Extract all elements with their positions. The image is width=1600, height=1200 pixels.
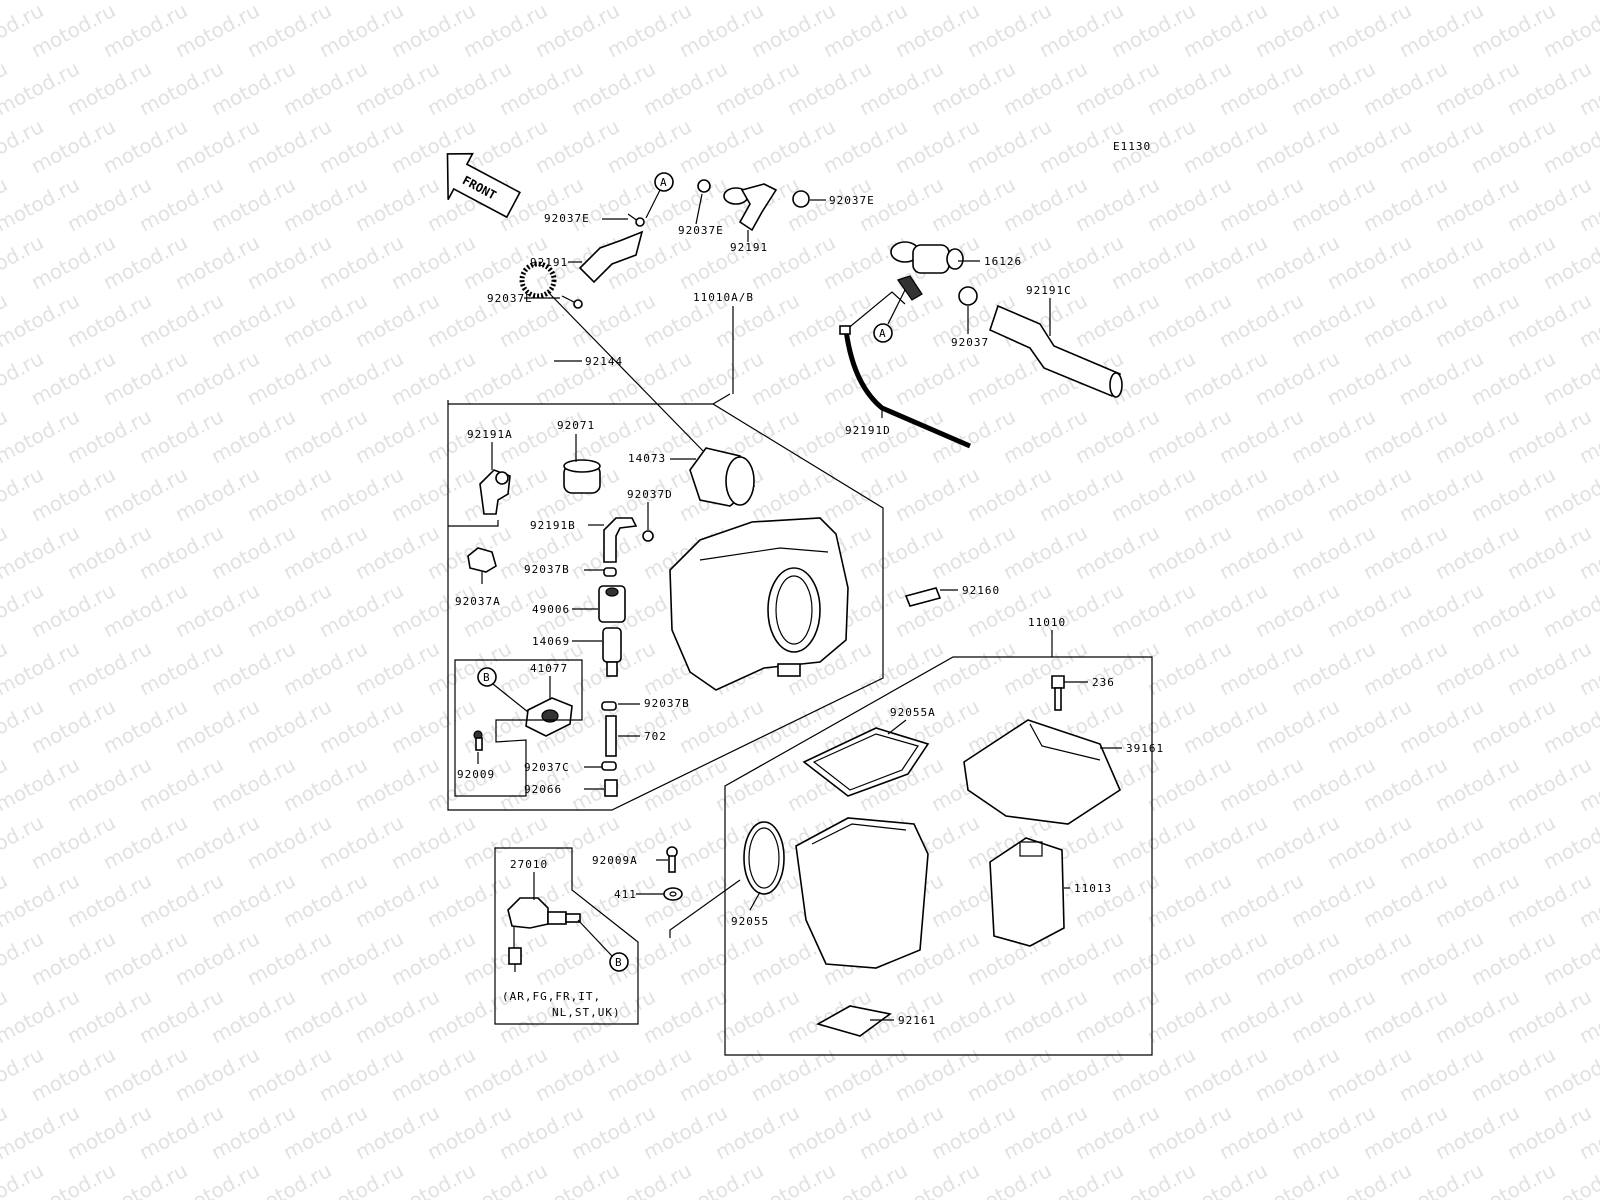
part-number-label: 92055A: [890, 706, 936, 719]
clamp-92037E-top-mid: [697, 179, 711, 193]
clamp-92037C: [601, 761, 617, 771]
part-number-label: 92191C: [1026, 284, 1072, 297]
svg-text:B: B: [483, 671, 491, 684]
part-number-label: 92037E: [678, 224, 724, 237]
part-number-label: 411: [614, 888, 637, 901]
separator-49006: [598, 585, 626, 623]
part-number-label: 11013: [1074, 882, 1112, 895]
duct-14073: [689, 447, 755, 507]
leader-92144: [547, 291, 707, 455]
part-number-label: 92191: [730, 241, 768, 254]
clamp-92037B-upper: [603, 567, 617, 577]
elbow-92191A: [479, 469, 511, 515]
part-number-label: 92191D: [845, 424, 891, 437]
part-number-label: 92161: [898, 1014, 936, 1027]
clamp-92037E-top-left: [627, 213, 645, 227]
leader-line: [749, 891, 761, 911]
bolt-92009: [473, 730, 483, 751]
part-number-label: 92037C: [524, 761, 570, 774]
hose-92191-right: [723, 183, 778, 232]
part-number-label: 92037E: [487, 292, 533, 305]
part-number-label: 11010A/B: [693, 291, 754, 304]
frame-41077: [454, 659, 583, 797]
hose-92191C: [989, 304, 1123, 398]
leader-line: [887, 719, 907, 735]
ref-circle-b-lower: B: [577, 919, 629, 972]
part-number-label: 92009A: [592, 854, 638, 867]
case-lower: [795, 817, 929, 969]
part-number-label: 92037A: [455, 595, 501, 608]
tube-702: [605, 715, 617, 757]
part-number-label: 92055: [731, 915, 769, 928]
clamp-92037D: [642, 530, 654, 542]
part-number-label: 49006: [532, 603, 570, 616]
part-number-label: 92160: [962, 584, 1000, 597]
part-number-label: 92191B: [530, 519, 576, 532]
element-11013: [989, 837, 1065, 947]
part-number-label: 92037: [951, 336, 989, 349]
valve-16126: [890, 241, 964, 301]
clamp-92037A: [467, 547, 497, 573]
ref-circle-a-top: A: [645, 172, 674, 219]
part-number-label: 11010: [1028, 616, 1066, 629]
clamp-92037-valve: [958, 286, 978, 306]
part-number-label: 92037B: [524, 563, 570, 576]
part-number-label: 92037E: [829, 194, 875, 207]
svg-text:A: A: [879, 327, 887, 340]
part-number-label: 14069: [532, 635, 570, 648]
gasket-92055A: [802, 727, 930, 797]
hose-92191-left: [578, 230, 644, 284]
variants-note-line2: NL,ST,UK): [552, 1006, 621, 1019]
part-labels: 92037E 92037E 92191 92037E 92191 92037E 16126 9…: [455, 194, 1164, 1027]
part-number-label: 92144: [585, 355, 623, 368]
grommet-92071: [563, 459, 601, 494]
leader-line: [695, 193, 703, 225]
svg-text:B: B: [615, 956, 623, 969]
clamp-92037E-top-right: [792, 190, 810, 208]
drain-92066: [604, 779, 618, 797]
ref-circle-a-valve: A: [873, 289, 906, 343]
ref-circle-b-upper: B: [477, 667, 497, 687]
cap-41077: [525, 697, 573, 737]
part-number-label: 92066: [524, 783, 562, 796]
diagram-code: E1130: [1113, 140, 1151, 153]
hose-92191B: [603, 517, 638, 563]
part-number-label: 41077: [530, 662, 568, 675]
switch-27010: [507, 897, 581, 972]
part-number-label: 92037E: [544, 212, 590, 225]
part-number-label: 92191A: [467, 428, 513, 441]
clamp-92037E-lower-left: [561, 295, 583, 309]
part-number-label: 92191: [530, 256, 568, 269]
part-number-label: 27010: [510, 858, 548, 871]
bolt-236: [1051, 675, 1065, 711]
part-number-label: 92037B: [644, 697, 690, 710]
pad-92161: [815, 1005, 892, 1037]
part-number-label: 702: [644, 730, 667, 743]
pad-92160: [904, 587, 942, 607]
svg-text:A: A: [660, 176, 668, 189]
frame-27010: [494, 847, 639, 1025]
part-number-label: 16126: [984, 255, 1022, 268]
air-box-housing: [669, 517, 849, 691]
leader-lines: [477, 193, 1122, 1021]
spring-92144-icon: [519, 261, 557, 299]
part-number-label: 39161: [1126, 742, 1164, 755]
part-number-label: 92037D: [627, 488, 673, 501]
cover-39161: [963, 719, 1122, 825]
watermark-text: motod.ru: [1575, 0, 1600, 4]
washer-411: [663, 887, 683, 901]
bolt-92009A: [666, 846, 678, 873]
part-number-label: 14073: [628, 452, 666, 465]
watermark-text: motod.ru: [0, 0, 83, 4]
part-number-label: 236: [1092, 676, 1115, 689]
clamp-92037B-lower: [601, 701, 617, 711]
variants-note-line1: (AR,FG,FR,IT,: [502, 990, 601, 1003]
filter-14069: [602, 627, 622, 677]
gasket-92055: [743, 821, 785, 895]
part-number-label: 92009: [457, 768, 495, 781]
part-number-label: 92071: [557, 419, 595, 432]
